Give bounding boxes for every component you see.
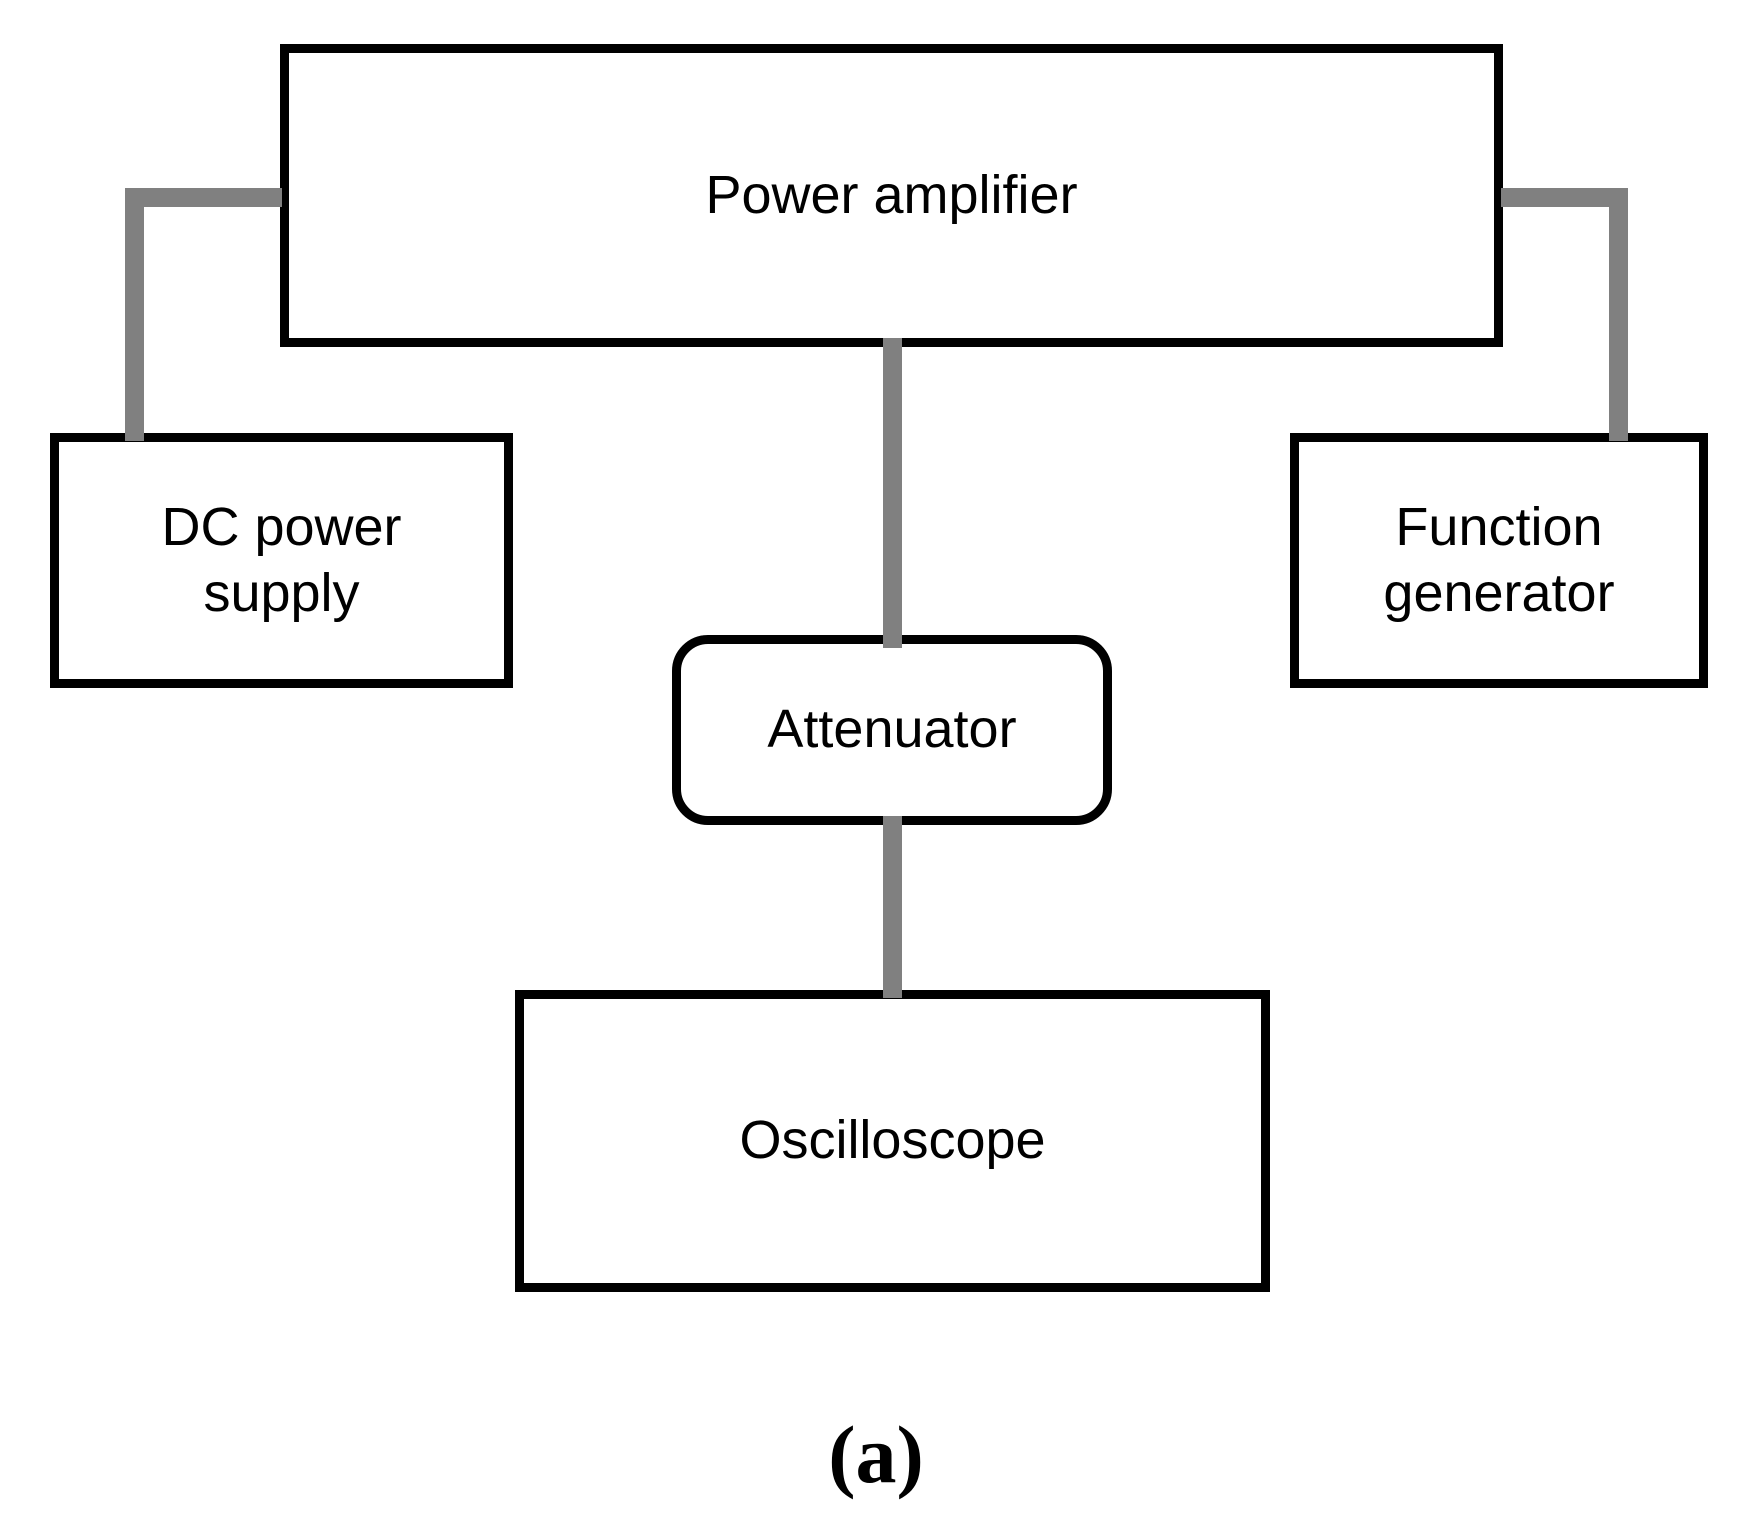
connector-attenuator-to-oscilloscope: [883, 816, 902, 998]
connector-power-amplifier-to-function-generator-vertical: [1609, 188, 1628, 441]
node-oscilloscope: Oscilloscope: [515, 990, 1270, 1292]
connector-power-amplifier-to-dc-power-supply-vertical: [125, 188, 144, 441]
connector-power-amplifier-to-dc-power-supply-horizontal: [125, 188, 282, 207]
node-power-amplifier-label: Power amplifier: [705, 164, 1078, 225]
connector-power-amplifier-to-function-generator-horizontal: [1501, 188, 1628, 207]
node-function-generator-label: Function generator: [1383, 496, 1615, 623]
node-attenuator-label: Attenuator: [767, 699, 1017, 760]
node-oscilloscope-label: Oscilloscope: [739, 1110, 1046, 1171]
figure-caption: (a): [828, 1409, 924, 1500]
node-dc-power-supply-label: DC power supply: [161, 496, 402, 623]
connector-power-amplifier-to-attenuator: [883, 338, 902, 648]
node-attenuator: Attenuator: [672, 635, 1112, 825]
node-function-generator: Function generator: [1290, 433, 1708, 688]
node-power-amplifier: Power amplifier: [280, 44, 1503, 347]
node-dc-power-supply: DC power supply: [50, 433, 513, 688]
